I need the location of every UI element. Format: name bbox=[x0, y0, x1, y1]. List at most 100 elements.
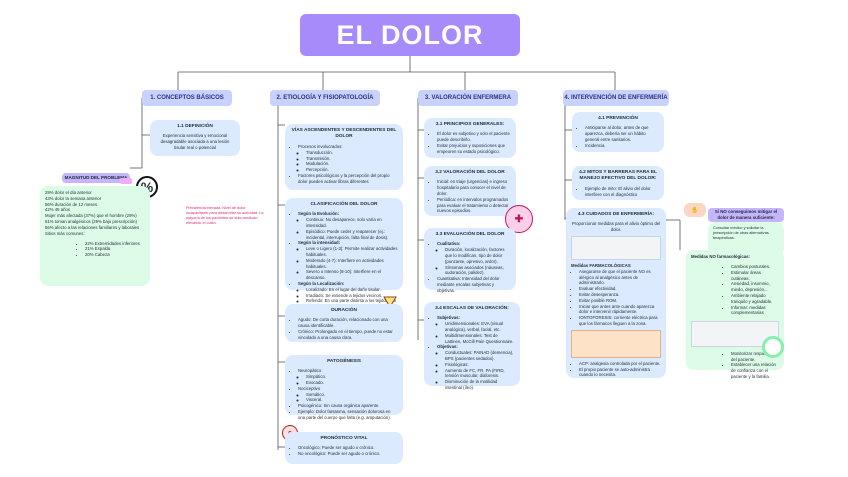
valoracion-line: Inicial: en triaje (urgencias) e ingreso… bbox=[437, 179, 511, 196]
nofarmacologicas-line: Cambios posturales. bbox=[731, 264, 779, 270]
evaluacion-box: 3.3 EVALUACIÓN DEL DOLOR Cualitativa: Du… bbox=[424, 228, 516, 293]
patogenesis-line: Ejemplo: Dolor fantasma, sensación dolor… bbox=[298, 409, 398, 421]
escalas-line: Disminución de la motilidad intestinal (… bbox=[445, 379, 515, 391]
cuidados-line: El propio paciente se auto-administra cu… bbox=[579, 367, 661, 379]
duracion-box: DURACIÓN Agudo: De corta duración, relac… bbox=[285, 304, 403, 342]
definition-box: 1.1 DEFINICIÓN Experiencia sensitiva y e… bbox=[150, 120, 240, 156]
cuidados-line: IONTOFORESIS: corriente eléctrica para q… bbox=[579, 315, 661, 327]
cuidados-intro: Proporcionar medidas para el alivio ópti… bbox=[571, 221, 661, 233]
patogenesis-title: PATOGÉNESIS bbox=[327, 359, 361, 364]
prevencion-line: Incidencia. bbox=[585, 143, 659, 149]
magnitude-site: 21% Espalda bbox=[85, 246, 145, 252]
cuidados-line: Evitar desesperanza. bbox=[579, 292, 661, 298]
prevencion-title: 4.1 PREVENCIÓN bbox=[598, 116, 638, 121]
escalas-box: 3.4 ESCALAS DE VALORACIÓN: Subjetivas: U… bbox=[424, 302, 520, 390]
clasificacion-line: Moderado (4-7): Interfiere en actividade… bbox=[306, 258, 398, 270]
clasificacion-line: Irradiado: Se extiende a tejidos vecinos… bbox=[306, 293, 398, 299]
patogenesis-line: Somático. bbox=[306, 392, 398, 398]
vias-sub: Percepción. bbox=[306, 167, 398, 173]
iontophoresis-image bbox=[571, 329, 661, 358]
duracion-title: DURACIÓN bbox=[331, 308, 357, 313]
valoracion-line: Periódica: en intervalos programados par… bbox=[437, 197, 511, 214]
magnitude-site: 22% Extremidades inferiores bbox=[85, 241, 145, 247]
side-title: Si NO conseguimos mitigar el dolor de ma… bbox=[708, 208, 784, 222]
duracion-line: Agudo: De corta duración, relacionado co… bbox=[298, 317, 398, 329]
magnitude-line: 56% afecto a las relaciones familiares y… bbox=[45, 224, 140, 230]
cuidados-box: 4.3 CUIDADOS DE ENFERMERÍA: Proporcionar… bbox=[566, 208, 666, 378]
patogenesis-box: PATOGÉNESIS Neuropático Simpático. Evoca… bbox=[285, 355, 403, 420]
magnitude-line: 61% toman analgésicos (29% bajo prescrip… bbox=[45, 218, 137, 224]
patogenesis-line: Neuropático bbox=[298, 368, 398, 374]
escalas-title: 3.4 ESCALAS DE VALORACIÓN: bbox=[435, 306, 509, 311]
nofarmacologicas-line: Monitorizar respuestas del paciente. bbox=[731, 351, 779, 363]
magnitude-line: Mujer más afectada (37%) que el hombre (… bbox=[45, 213, 137, 219]
vias-box: VÍAS ASCENDENTES Y DESCENDENTES DEL DOLO… bbox=[285, 124, 403, 190]
principios-box: 3.1 PRINCIPIOS GENERALES: El dolor es su… bbox=[424, 118, 516, 158]
cuidados-line: Medidas FARMACOLÓGICAS bbox=[571, 263, 631, 269]
clasificacion-line: Leve o Ligero (1-3): Permite realizar ac… bbox=[306, 246, 398, 258]
side-text: Consultar médico y solicitar la prescrip… bbox=[713, 226, 769, 241]
escalas-line: Fisiológicas: bbox=[445, 362, 515, 368]
section-header-conceptos: 1. CONCEPTOS BÁSICOS bbox=[142, 90, 232, 106]
escalas-line: Multidimensionales: Test de Lattinen, Mc… bbox=[445, 333, 515, 345]
escalas-line: Objetivas: bbox=[437, 344, 515, 350]
pink-note: Prevalencia elevada. Nivel de dolor inca… bbox=[186, 206, 264, 225]
vias-sub: Modulación. bbox=[306, 161, 398, 167]
principios-line: El dolor es subjetivo y solo el paciente… bbox=[437, 131, 511, 143]
page-title: EL DOLOR bbox=[300, 14, 520, 56]
cycle-diagram-icon bbox=[762, 336, 784, 358]
pronostico-line: Oncológico: Puede ser agudo o crónico. bbox=[298, 445, 398, 451]
pronostico-title: PRONÓSTICO VITAL bbox=[320, 436, 368, 441]
clasificacion-line: Continuo: No desaparece, solo varía en i… bbox=[306, 217, 398, 229]
pronostico-box: PRONÓSTICO VITAL Oncológico: Puede ser a… bbox=[285, 432, 403, 464]
nofarmacologicas-line: Informar: medidas complementarias bbox=[731, 305, 779, 317]
escalas-line: Unidimensionales: EVA (visual analógica)… bbox=[445, 321, 515, 333]
cuidados-line: Asegurarse de que el paciente NO es alér… bbox=[579, 269, 661, 286]
evaluacion-line: Duración, localización, factores que lo … bbox=[445, 247, 511, 264]
magnitude-line: Sitios más comunes: bbox=[45, 230, 85, 236]
evaluacion-line: Síntomas asociados (náuseas, sudoración,… bbox=[445, 265, 511, 277]
clasificacion-line: Localizado: En el lugar del daño tisular… bbox=[306, 287, 398, 293]
clasificacion-line: Episódico: Puede ceder y reaparecer (ej.… bbox=[306, 229, 398, 241]
patogenesis-line: Nociceptivo bbox=[298, 386, 398, 392]
valoracion-title: 3.2 VALORACIÓN DEL DOLOR bbox=[435, 170, 505, 175]
clasificacion-line: Severo o Intenso (8-10): Interfiere en e… bbox=[306, 269, 398, 281]
mitos-line: Ejemplo de mito: El alivio del dolor int… bbox=[585, 186, 659, 198]
nofarmacologicas-line: Ansiedad, insomnio, miedo, depresión... bbox=[731, 281, 779, 293]
nofarmacologicas-line: Establecer una relación de confianza con… bbox=[731, 362, 779, 379]
mitos-box: 4.2 MITOS Y BARRERAS PARA EL MANEJO EFEC… bbox=[572, 166, 664, 200]
duracion-line: Crónico: Prolongado en el tiempo, puede … bbox=[298, 329, 398, 341]
patogenesis-line: Visceral. bbox=[306, 397, 398, 403]
escalas-line: Conductuales: PAINAD (demencia), BPS (pa… bbox=[445, 350, 515, 362]
prevencion-line: Anticiparse al dolor, antes de que apare… bbox=[585, 125, 659, 142]
principios-title: 3.1 PRINCIPIOS GENERALES: bbox=[435, 122, 505, 127]
clasificacion-line: Según la intensidad: bbox=[298, 240, 398, 246]
magnitude-box: 29% dolor el día anterior 43% dolor la s… bbox=[40, 186, 150, 286]
cuidados-line: Evaluar efectividad. bbox=[579, 286, 661, 292]
definition-title: 1.1 DEFINICIÓN bbox=[177, 124, 213, 129]
principios-line: Evitar prejuicios y suposiciones que emp… bbox=[437, 143, 511, 155]
vias-sub: Transmisión. bbox=[306, 156, 398, 162]
prevencion-box: 4.1 PREVENCIÓN Anticiparse al dolor, ant… bbox=[572, 112, 664, 152]
nofarmacologicas-line: Estimular áreas cutáneas. bbox=[731, 270, 779, 282]
cuidados-title: 4.3 CUIDADOS DE ENFERMERÍA: bbox=[577, 212, 655, 217]
clasificacion-title: CLASIFICACIÓN DEL DOLOR bbox=[310, 202, 378, 207]
nofarmacologicas-line: Ambiente relajado tranquilo y agradable. bbox=[731, 293, 779, 305]
vias-extra: Factores psicológicos y la percepción de… bbox=[298, 173, 398, 185]
magnitude-line: 29% dolor el día anterior bbox=[45, 190, 92, 195]
section-header-valoracion: 3. VALORACIÓN ENFERMERA bbox=[418, 90, 518, 106]
hands-illustration-icon: ✋ bbox=[684, 203, 706, 217]
patogenesis-line: Evocado. bbox=[306, 380, 398, 386]
evaluacion-title: 3.3 EVALUACIÓN DEL DOLOR bbox=[435, 232, 505, 237]
section-header-etiologia: 2. ETIOLOGÍA Y FISIOPATOLOGÍA bbox=[270, 90, 380, 106]
patogenesis-line: Simpático. bbox=[306, 374, 398, 380]
clasificacion-line: Según la Localización: bbox=[298, 281, 398, 287]
vias-title: VÍAS ASCENDENTES Y DESCENDENTES DEL DOLO… bbox=[291, 128, 397, 140]
pill-icon bbox=[120, 178, 132, 184]
magnitude-line: 42% 45 años bbox=[45, 207, 71, 213]
magnitude-site: 20% Cabeza bbox=[85, 252, 145, 258]
valoracion-box: 3.2 VALORACIÓN DEL DOLOR Inicial: en tri… bbox=[424, 166, 516, 216]
cuidados-line: ACP: analgesia controlada por el pacient… bbox=[579, 361, 661, 367]
section-header-intervencion: 4. INTERVENCIÓN DE ENFERMERÍA bbox=[563, 90, 669, 106]
